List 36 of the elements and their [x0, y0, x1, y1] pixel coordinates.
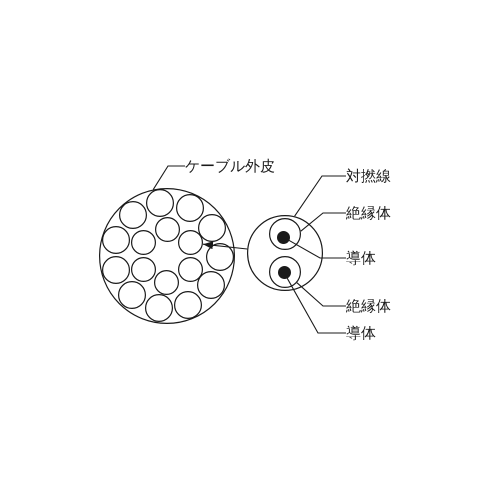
strand-circle — [197, 271, 226, 300]
strand-circle — [154, 216, 180, 242]
cable-cross-section — [99, 188, 235, 324]
leader-line — [296, 282, 346, 307]
leader-line — [300, 212, 346, 232]
strand-circle — [131, 230, 156, 255]
conductor-dot — [276, 230, 290, 244]
part-label: 導体 — [346, 249, 376, 267]
leader-line — [286, 278, 346, 334]
strand-circle — [198, 214, 226, 242]
strand-circle — [178, 230, 204, 256]
part-label: 絶縁体 — [346, 297, 391, 315]
part-label: 絶縁体 — [346, 204, 391, 222]
strand-circle — [144, 294, 173, 322]
strand-circle — [130, 256, 156, 282]
strand-circle — [102, 256, 130, 284]
part-label: 対撚線 — [346, 167, 391, 185]
strand-circle — [154, 270, 180, 296]
part-label: ケーブル外皮 — [185, 157, 275, 175]
strand-circle — [178, 257, 203, 282]
strand-circle — [118, 281, 146, 310]
strand-circle — [176, 194, 204, 222]
conductor-dot — [278, 266, 290, 279]
strand-circle — [174, 290, 202, 319]
insulation-circle — [269, 256, 301, 288]
arrow — [202, 241, 248, 250]
strand-circle — [146, 189, 174, 218]
leader-line — [288, 240, 346, 259]
leader-line — [294, 175, 346, 216]
leader-line — [152, 165, 185, 190]
insulation-circle — [269, 218, 301, 250]
part-label: 導体 — [346, 324, 376, 342]
strand-circle — [102, 226, 130, 254]
strand-circle — [118, 201, 147, 230]
strand-circle — [206, 242, 234, 271]
twisted-pair-circle — [247, 215, 323, 291]
